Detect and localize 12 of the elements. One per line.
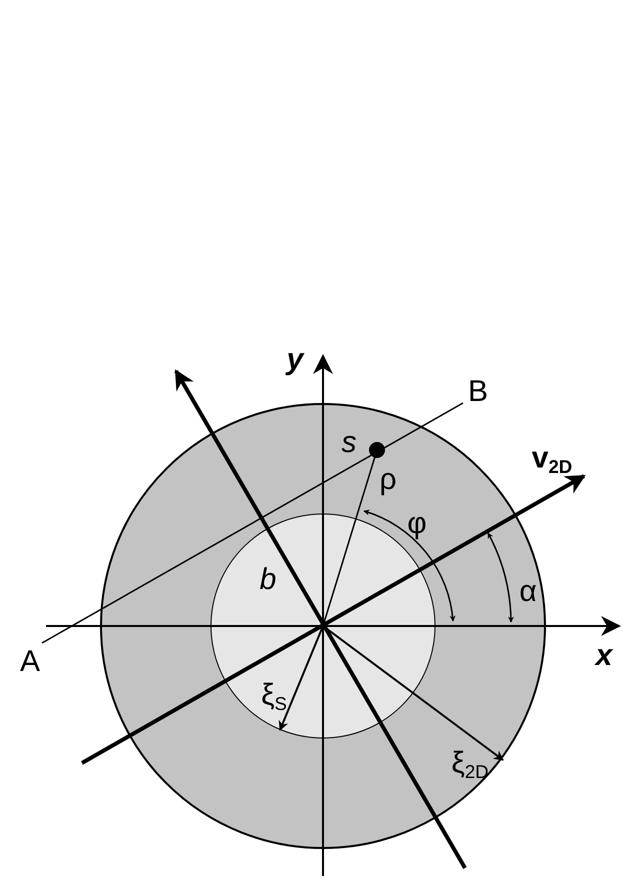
radius-label: b xyxy=(260,565,276,595)
axis-label: x xyxy=(596,641,612,671)
angle-label: α xyxy=(519,577,537,607)
line-end-label: B xyxy=(468,377,488,407)
vector-label: ξ$_{2D}$ xyxy=(451,748,489,782)
radius-label: ρ xyxy=(379,465,397,495)
vector-label: ξ$_{S}$ xyxy=(261,680,287,714)
angle-label: φ xyxy=(407,509,427,539)
axis-label: y xyxy=(286,345,304,375)
vector-label: v$_{2D}$ xyxy=(532,443,572,477)
point-label: s xyxy=(342,428,356,458)
line-end-label: A xyxy=(20,647,40,677)
